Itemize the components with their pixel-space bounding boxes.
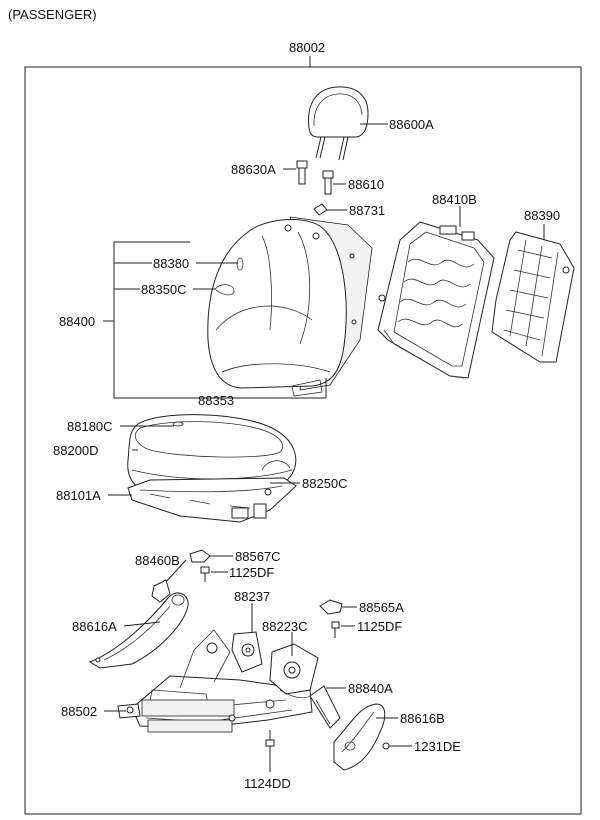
label-1124DD: 1124DD: [244, 776, 291, 791]
assembly-number: 88002: [289, 40, 325, 55]
diagram-title: (PASSENGER): [8, 7, 97, 22]
front-rail-bracket: [117, 703, 141, 719]
label-88250C: 88250C: [302, 476, 348, 491]
label-88630A: 88630A: [231, 162, 276, 177]
bolt-1125DF-b: [331, 621, 340, 638]
label-88616B: 88616B: [400, 711, 445, 726]
label-88101A: 88101A: [56, 488, 101, 503]
headrest-guide-88610: [322, 170, 334, 195]
label-1231DE: 1231DE: [414, 739, 461, 754]
label-88600A: 88600A: [389, 117, 434, 132]
clip-88565A: [319, 599, 343, 615]
assembly-frame: [24, 66, 582, 815]
bolt-1125DF-a: [200, 566, 210, 582]
lumbar-pad: [214, 284, 235, 296]
leader-88460B: [165, 559, 187, 583]
label-88223C: 88223C: [262, 619, 308, 634]
seat-cushion-cover: [127, 414, 297, 497]
label-88502: 88502: [61, 704, 97, 719]
label-88237: 88237: [234, 589, 270, 604]
seatback-cover: [207, 219, 347, 397]
clip-88567C: [189, 549, 211, 563]
label-88180C: 88180C: [67, 419, 113, 434]
seat-cushion-pan: [127, 477, 297, 523]
label-88380: 88380: [153, 256, 189, 271]
label-88731: 88731: [349, 203, 385, 218]
knob-88460B: [151, 579, 171, 603]
label-88567C: 88567C: [235, 549, 281, 564]
seatback-frame: [377, 221, 495, 379]
side-cover-88616B: [333, 703, 386, 771]
recliner-mechanism-88223C: [269, 643, 319, 699]
label-88616A: 88616A: [72, 619, 117, 634]
label-88460B: 88460B: [135, 553, 180, 568]
seat-track-frame: [131, 629, 313, 733]
clip-88731: [313, 203, 328, 216]
headrest: [308, 86, 369, 161]
screw-1231DE: [382, 742, 390, 750]
label-88565A: 88565A: [359, 600, 404, 615]
leader-88616A: [123, 621, 161, 627]
seatback-rear-panel: [491, 231, 575, 363]
label-88610: 88610: [348, 177, 384, 192]
label-88353: 88353: [198, 393, 234, 408]
label-88410B: 88410B: [432, 192, 477, 207]
lever-88840A: [309, 685, 341, 729]
headrest-guide-88630A: [296, 160, 308, 185]
recliner-plate-88237: [231, 631, 263, 673]
label-1125DF-a: 1125DF: [229, 565, 274, 580]
label-88390: 88390: [524, 208, 560, 223]
side-cover-88616A: [88, 592, 189, 669]
label-88400: 88400: [59, 314, 95, 329]
bracket-88400: [113, 241, 326, 399]
label-88200D: 88200D: [53, 443, 99, 458]
label-88350C: 88350C: [141, 282, 187, 297]
bolt-1124DD: [265, 739, 275, 758]
label-1125DF-b: 1125DF: [357, 619, 402, 634]
label-88840A: 88840A: [348, 681, 393, 696]
